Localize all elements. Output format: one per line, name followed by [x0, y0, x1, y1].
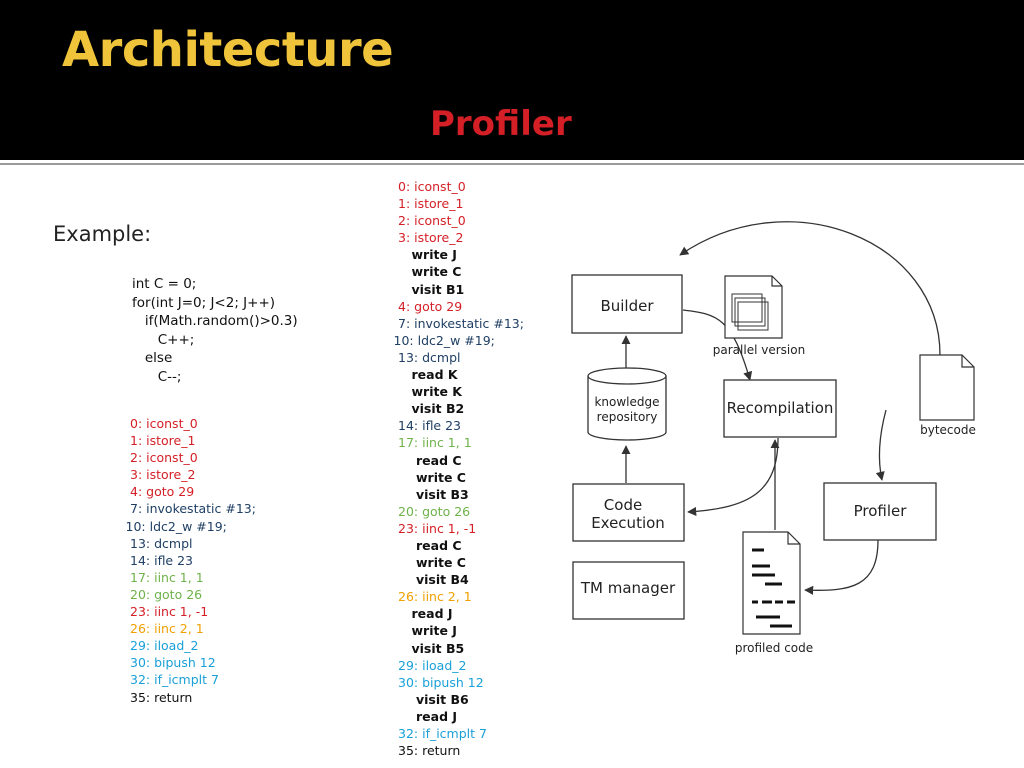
- bytecode-line: read J: [416, 708, 458, 724]
- source-line: else: [132, 350, 173, 367]
- bytecode-line: write C: [416, 555, 466, 571]
- bytecode-line: visit B3: [416, 486, 469, 502]
- bytecode-line: 3: istore_2: [398, 230, 464, 246]
- bytecode-to-builder-arrow: [679, 221, 941, 356]
- bytecode-line: 32: if_icmplt 7: [398, 726, 487, 741]
- bytecode-line: 2: iconst_0: [130, 450, 198, 466]
- bytecode-line: 13: dcmpl: [130, 535, 193, 551]
- code-execution-label-line2: Execution: [591, 514, 665, 532]
- bytecode-line: 1: istore_1: [398, 196, 464, 212]
- bytecode-line: 4: goto 29: [398, 298, 463, 314]
- bytecode-line: visit B2: [411, 401, 465, 417]
- bytecode-label: bytecode: [920, 423, 976, 437]
- example-label: Example:: [53, 222, 152, 246]
- bytecode-line: 20: goto 26: [398, 503, 471, 519]
- source-line: int C = 0;: [132, 276, 197, 292]
- bytecode-line: visit B6: [416, 691, 469, 707]
- architecture-diagram: Builder parallel version knowledge repos…: [571, 221, 976, 655]
- bytecode-line: 1: istore_1: [130, 433, 196, 449]
- bytecode-line: write C: [411, 264, 462, 280]
- bytecode-line: read C: [416, 452, 462, 468]
- knowledge-repository-label-line1: knowledge: [594, 395, 659, 409]
- bytecode-line: 29: iload_2: [130, 638, 199, 654]
- profiled-code-document-icon: [742, 531, 801, 635]
- bytecode-document-icon: [919, 354, 975, 421]
- profiled-code-label: profiled code: [735, 641, 813, 655]
- bytecode-to-profiler-arrow: [875, 409, 887, 481]
- profiler-to-profiled-code-arrow: [804, 539, 879, 595]
- bytecode-line: 0: iconst_0: [130, 416, 198, 431]
- bytecode-line: 10: ldc2_w #19;: [125, 518, 227, 534]
- builder-label: Builder: [600, 297, 654, 315]
- bytecode-line: 26: iinc 2, 1: [398, 589, 472, 605]
- bytecode-line: 17: iinc 1, 1: [398, 435, 472, 451]
- bytecode-line: 10: ldc2_w #19;: [393, 332, 495, 348]
- bytecode-line: visit B4: [416, 572, 469, 588]
- bytecode-line: 30: bipush 12: [398, 674, 484, 690]
- bytecode-line: write J: [411, 623, 457, 639]
- bytecode-line: 17: iinc 1, 1: [130, 569, 204, 585]
- builder-to-recompilation-arrow: [682, 309, 753, 381]
- header-bar: Architecture Profiler: [0, 0, 1024, 160]
- bytecode-line: 32: if_icmplt 7: [130, 672, 219, 688]
- bytecode-line: 3: istore_2: [130, 467, 196, 483]
- bytecode-line: 23: iinc 1, -1: [398, 520, 477, 536]
- knowledge-repository-label-line2: repository: [597, 410, 658, 424]
- source-line: for(int J=0; J<2; J++): [132, 294, 276, 311]
- bytecode-line: write J: [411, 247, 457, 263]
- bytecode-line: read K: [411, 367, 458, 383]
- bytecode-line: read J: [411, 606, 453, 622]
- bytecode-line: 2: iconst_0: [398, 213, 466, 229]
- bytecode-line: 23: iinc 1, -1: [130, 604, 209, 620]
- parallel-version-document-icon: [724, 275, 783, 339]
- bytecode-line: write C: [416, 469, 466, 485]
- bytecode-line: 29: iload_2: [398, 657, 467, 673]
- recompilation-label: Recompilation: [727, 399, 834, 417]
- bytecode-line: read C: [416, 537, 462, 553]
- recompilation-box: [723, 379, 837, 438]
- tm-manager-label: TM manager: [580, 579, 676, 597]
- bytecode-line: 7: invokestatic #13;: [398, 315, 524, 331]
- bytecode-line: 7: invokestatic #13;: [130, 501, 256, 517]
- builder-box: [571, 274, 683, 334]
- source-line: if(Math.random()>0.3): [132, 313, 298, 330]
- bytecode-line: visit B5: [411, 640, 465, 656]
- bytecode-line: 35: return: [398, 743, 461, 759]
- bytecode-line: 26: iinc 2, 1: [130, 621, 204, 637]
- bytecode-line: 35: return: [130, 689, 193, 705]
- bytecode-line: 14: ifle 23: [130, 552, 194, 568]
- header-divider: [0, 163, 1024, 165]
- bytecode-line: 0: iconst_0: [398, 179, 466, 194]
- bytecode-line: 13: dcmpl: [398, 349, 461, 365]
- bytecode-line: 4: goto 29: [130, 484, 195, 500]
- tm-manager-box: [572, 561, 685, 620]
- profiler-label: Profiler: [854, 502, 908, 520]
- java-source-code: int C = 0; for(int J=0; J<2; J++) if(Mat…: [132, 275, 298, 387]
- recompilation-to-execution-arrow: [687, 437, 779, 517]
- bytecode-line: write K: [411, 384, 463, 400]
- bytecode-line: 14: ifle 23: [398, 418, 462, 434]
- bytecode-line: 30: bipush 12: [130, 655, 216, 671]
- profiler-box: [823, 482, 937, 541]
- slide-title: Architecture: [62, 22, 394, 78]
- source-line: C++;: [132, 331, 195, 348]
- bytecode-line: 20: goto 26: [130, 586, 203, 602]
- code-execution-label-line1: Code: [604, 496, 642, 514]
- code-execution-box: [572, 483, 685, 542]
- source-line: C--;: [132, 368, 182, 385]
- parallel-version-label: parallel version: [713, 343, 805, 357]
- knowledge-repository-cylinder: [587, 367, 667, 441]
- slide-subtitle: Profiler: [430, 104, 572, 144]
- bytecode-line: visit B1: [411, 281, 465, 297]
